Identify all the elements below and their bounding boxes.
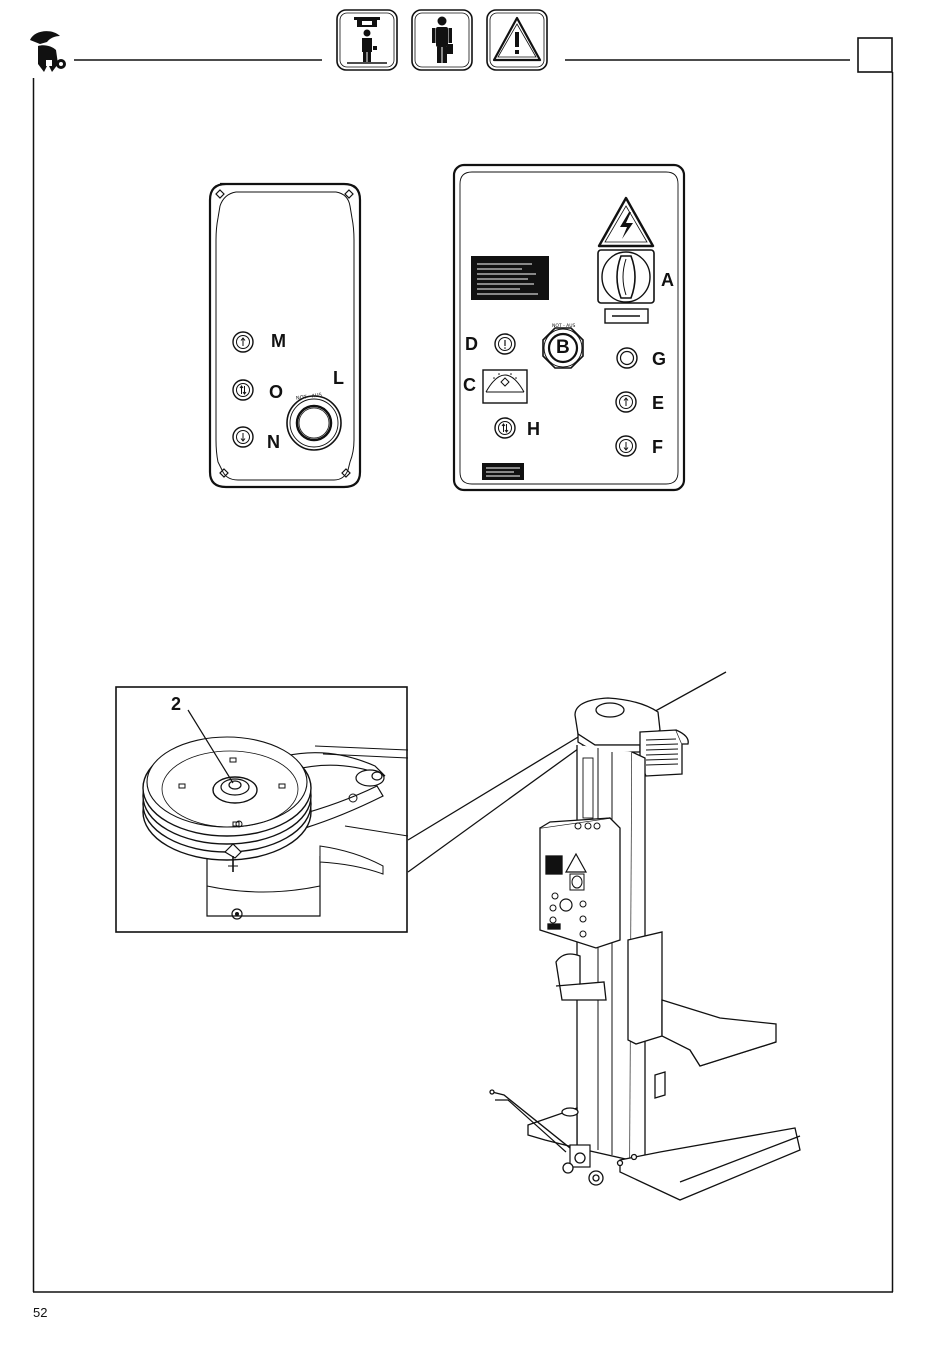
page-number: 52 <box>33 1305 47 1320</box>
column-lift-icon <box>490 698 800 1200</box>
